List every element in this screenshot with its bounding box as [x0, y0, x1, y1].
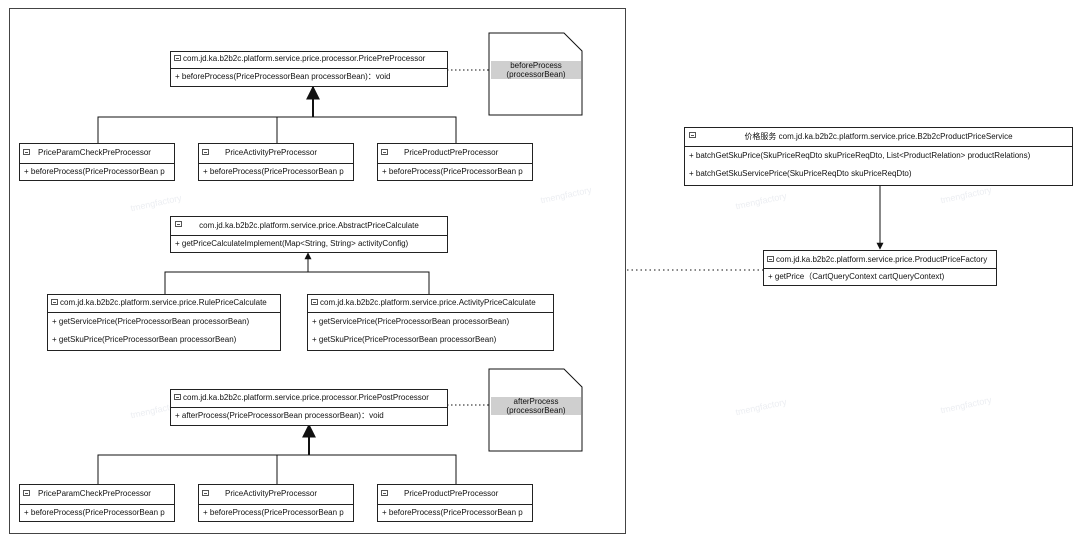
pre-subclass-product[interactable]: PriceProductPreProcessor + beforeProcess…	[377, 143, 533, 181]
class-method: + getServicePrice(PriceProcessorBean pro…	[312, 317, 510, 326]
class-title: PriceActivityPreProcessor	[225, 489, 318, 498]
class-method: + getPrice（CartQueryContext cartQueryCon…	[768, 272, 945, 281]
class-icon	[311, 299, 318, 305]
class-title: com.jd.ka.b2b2c.platform.service.price.A…	[320, 298, 536, 307]
class-icon	[689, 132, 696, 138]
rule-price-calculate-class[interactable]: com.jd.ka.b2b2c.platform.service.price.R…	[47, 294, 281, 351]
class-title: PriceProductPreProcessor	[404, 148, 499, 157]
class-title: com.jd.ka.b2b2c.platform.service.price.R…	[60, 298, 267, 307]
class-icon	[174, 55, 181, 61]
post-note-label: afterProcess(processorBean)	[491, 397, 581, 415]
post-processor-class[interactable]: com.jd.ka.b2b2c.platform.service.price.p…	[170, 389, 448, 426]
diagram-frame	[9, 8, 626, 534]
calc-inheritance-lines	[164, 252, 430, 294]
class-title: 价格服务 com.jd.ka.b2b2c.platform.service.pr…	[744, 132, 1013, 141]
abstract-calculate-class[interactable]: com.jd.ka.b2b2c.platform.service.price.A…	[170, 216, 448, 253]
pre-note-label: beforeProcess(processorBean)	[491, 61, 581, 79]
post-subclass-product[interactable]: PriceProductPreProcessor + beforeProcess…	[377, 484, 533, 522]
class-method: + batchGetSkuServicePrice(SkuPriceReqDto…	[689, 169, 912, 178]
class-title: com.jd.ka.b2b2c.platform.service.price.P…	[776, 255, 988, 264]
class-method: + beforeProcess(PriceProcessorBean p	[24, 167, 165, 176]
class-icon	[202, 490, 209, 496]
pre-inheritance-lines	[97, 85, 457, 143]
class-icon	[202, 149, 209, 155]
class-method: + getPriceCalculateImplement(Map<String,…	[175, 239, 409, 248]
class-method: + beforeProcess(PriceProcessorBean p	[382, 508, 523, 517]
class-method: + beforeProcess(PriceProcessorBean p	[382, 167, 523, 176]
class-title: PriceProductPreProcessor	[404, 489, 499, 498]
class-method: + beforeProcess(PriceProcessorBean p	[24, 508, 165, 517]
class-title: PriceActivityPreProcessor	[225, 148, 318, 157]
class-method: + getSkuPrice(PriceProcessorBean process…	[52, 335, 237, 344]
price-service-class[interactable]: 价格服务 com.jd.ka.b2b2c.platform.service.pr…	[684, 127, 1073, 186]
class-method: + getServicePrice(PriceProcessorBean pro…	[52, 317, 250, 326]
price-factory-class[interactable]: com.jd.ka.b2b2c.platform.service.price.P…	[763, 250, 997, 286]
pre-subclass-param-check[interactable]: PriceParamCheckPreProcessor + beforeProc…	[19, 143, 175, 181]
activity-price-calculate-class[interactable]: com.jd.ka.b2b2c.platform.service.price.A…	[307, 294, 554, 351]
class-icon	[381, 490, 388, 496]
class-icon	[174, 394, 181, 400]
class-icon	[23, 490, 30, 496]
pre-subclass-activity[interactable]: PriceActivityPreProcessor + beforeProces…	[198, 143, 354, 181]
post-subclass-param-check[interactable]: PriceParamCheckPreProcessor + beforeProc…	[19, 484, 175, 522]
post-inheritance-lines	[97, 423, 457, 484]
class-title: com.jd.ka.b2b2c.platform.service.price.A…	[199, 221, 419, 230]
class-method: + afterProcess(PriceProcessorBean proces…	[175, 411, 384, 420]
pre-processor-class[interactable]: com.jd.ka.b2b2c.platform.service.price.p…	[170, 51, 448, 87]
class-method: + batchGetSkuPrice(SkuPriceReqDto skuPri…	[689, 151, 1031, 160]
class-title: com.jd.ka.b2b2c.platform.service.price.p…	[183, 393, 429, 402]
class-icon	[23, 149, 30, 155]
class-icon	[767, 256, 774, 262]
class-icon	[51, 299, 58, 305]
class-method: + beforeProcess(PriceProcessorBean proce…	[175, 72, 391, 81]
class-title: PriceParamCheckPreProcessor	[38, 148, 151, 157]
class-icon	[175, 221, 182, 227]
class-method: + getSkuPrice(PriceProcessorBean process…	[312, 335, 497, 344]
class-title: com.jd.ka.b2b2c.platform.service.price.p…	[183, 54, 426, 63]
class-method: + beforeProcess(PriceProcessorBean p	[203, 508, 344, 517]
class-icon	[381, 149, 388, 155]
post-subclass-activity[interactable]: PriceActivityPreProcessor + beforeProces…	[198, 484, 354, 522]
class-method: + beforeProcess(PriceProcessorBean p	[203, 167, 344, 176]
class-title: PriceParamCheckPreProcessor	[38, 489, 151, 498]
